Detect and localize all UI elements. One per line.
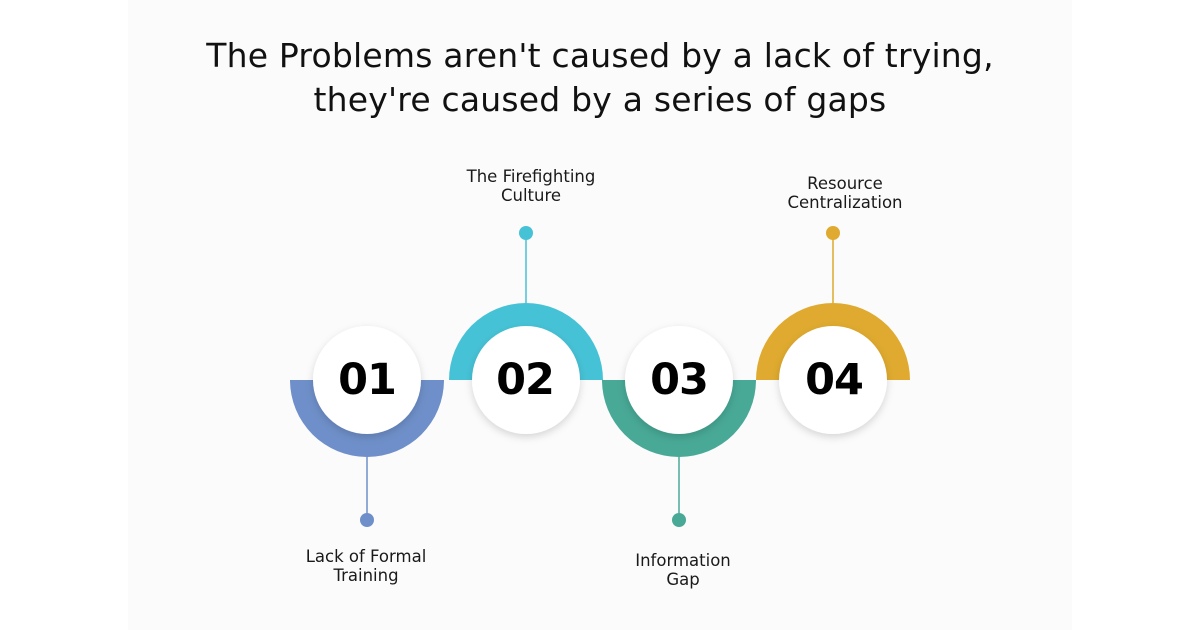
background-panel [128,0,1072,630]
step-4-circle [779,326,887,434]
step-2-label: The Firefighting Culture [411,167,651,205]
step-4-arc [756,303,910,380]
step-4-number: 04 [805,355,864,405]
title-line-1: The Problems aren't caused by a lack of … [206,36,994,75]
step-1-circle [313,326,421,434]
page-title: The Problems aren't caused by a lack of … [0,34,1200,122]
step-1-label-line1: Lack of Formal [305,547,427,566]
step-2-number: 02 [496,355,555,405]
step-3-arc [602,380,756,457]
step-4-label-line2: Centralization [787,193,903,212]
step-1-arc [290,380,444,457]
step-4-label-line1: Resource [807,174,883,193]
step-4-pin-dot [826,226,840,240]
step-2-arc [449,303,603,380]
step-3-circle [625,326,733,434]
title-line-2: they're caused by a series of gaps [313,80,887,119]
step-3-label: Information Gap [563,551,803,589]
step-2-pin-dot [519,226,533,240]
step-2-label-line1: The Firefighting [466,167,596,186]
step-1-pin-dot [360,513,374,527]
step-2-label-line2: Culture [500,186,562,205]
step-3-label-line2: Gap [666,570,700,589]
step-3-number: 03 [650,355,709,405]
step-1-label: Lack of Formal Training [246,547,486,585]
step-2-circle [472,326,580,434]
step-1-label-line2: Training [333,566,399,585]
step-3-label-line1: Information [635,551,731,570]
step-1-number: 01 [338,355,397,405]
step-3-pin-dot [672,513,686,527]
step-4-label: Resource Centralization [725,174,965,212]
